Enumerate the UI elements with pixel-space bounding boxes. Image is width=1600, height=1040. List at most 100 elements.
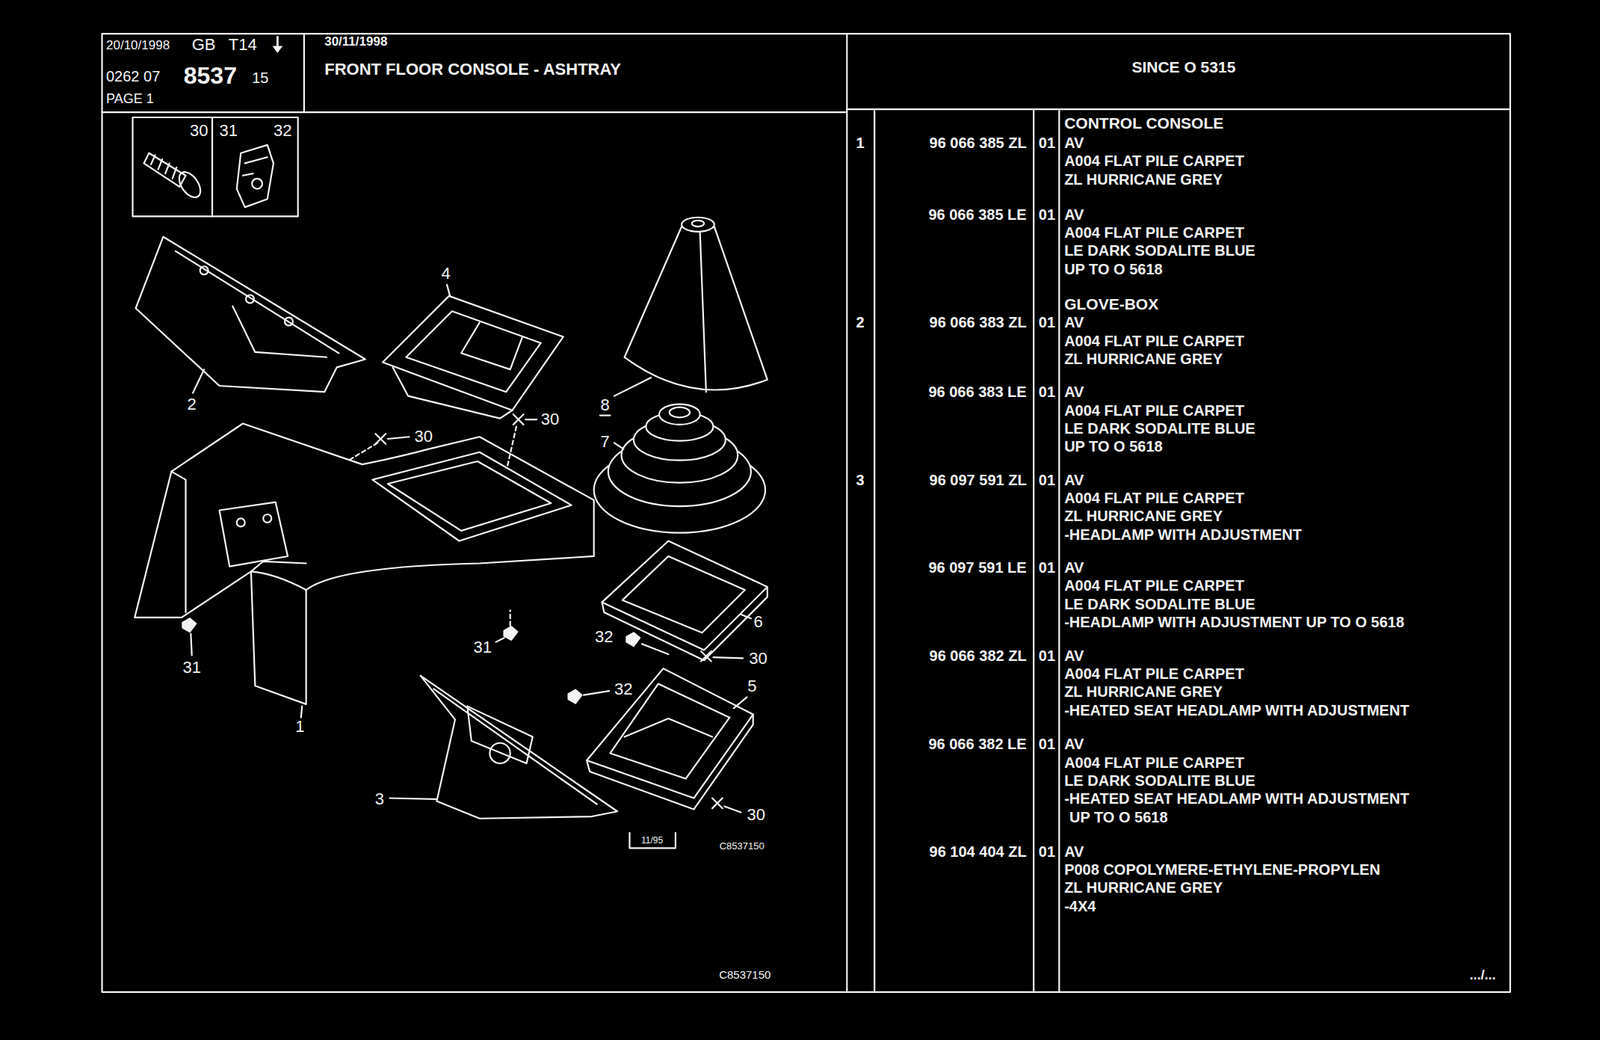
plate-suffix: 15 <box>251 70 269 86</box>
console-part <box>171 471 306 613</box>
plate-number: 8537 <box>183 63 237 88</box>
table-cell: AV <box>1064 314 1084 330</box>
table-rule <box>1032 109 1035 992</box>
callout-number: 30 <box>748 650 767 667</box>
callout-number: 2 <box>187 396 197 413</box>
screw-mark <box>513 414 524 425</box>
leader-line <box>712 656 743 658</box>
screw-mark <box>700 650 712 662</box>
table-cell: UP TO O 5618 <box>1064 438 1163 454</box>
date-bracket <box>629 832 675 848</box>
frame-part <box>602 540 768 650</box>
table-rule <box>873 109 876 992</box>
screw-symbol <box>150 154 177 178</box>
screw-symbol <box>174 168 205 202</box>
callout-number: 30 <box>189 122 208 140</box>
part-number: 96 066 382 ZL <box>929 647 1027 663</box>
leader-line <box>507 426 517 468</box>
validity-note: SINCE O 5315 <box>1131 58 1236 74</box>
table-cell: P008 COPOLYMERE-ETHYLENE-PROPYLEN <box>1064 861 1381 877</box>
console-part <box>387 461 551 531</box>
console-part <box>134 423 594 704</box>
table-cell: A004 FLAT PILE CARPET <box>1064 153 1245 169</box>
callout-number: 32 <box>614 680 633 698</box>
gaiter-part <box>669 407 690 418</box>
leader-line <box>301 706 302 718</box>
catalog-code: T14 <box>228 36 258 54</box>
clip-mark <box>504 626 518 640</box>
glove-box-part <box>136 236 366 392</box>
clip-symbol <box>236 144 274 208</box>
table-cell: ZL HURRICANE GREY <box>1064 879 1223 895</box>
country-code: GB <box>192 36 216 54</box>
part-number: 96 066 382 LE <box>928 736 1027 752</box>
item-number: 2 <box>855 314 864 330</box>
frame-divider <box>846 108 1511 110</box>
drawing-reference: C8537150 <box>719 839 765 850</box>
callout-number: 31 <box>473 638 492 656</box>
leader-line <box>641 643 669 654</box>
boot-part <box>700 232 707 392</box>
header-arrow <box>272 45 284 54</box>
leader-line <box>509 609 512 625</box>
gaiter-part <box>659 404 701 425</box>
clip-mark <box>182 618 196 632</box>
table-cell: ZL HURRICANE GREY <box>1064 351 1223 367</box>
ashtray-part <box>405 310 541 392</box>
fastener-box <box>133 117 299 216</box>
leader-line <box>192 369 205 393</box>
callout-number: 31 <box>219 122 238 140</box>
glove-box-part <box>284 317 293 326</box>
glove-box-part <box>245 295 255 304</box>
table-cell: AV <box>1064 207 1084 222</box>
part-number: 96 066 383 LE <box>928 384 1027 400</box>
table-cell: AV <box>1064 472 1084 488</box>
table-cell: AV <box>1064 736 1084 752</box>
table-cell: A004 FLAT PILE CARPET <box>1064 577 1245 593</box>
section-heading: CONTROL CONSOLE <box>1064 114 1224 131</box>
callout-number: 8 <box>600 396 610 414</box>
quantity-cell: 01 <box>1038 314 1056 330</box>
table-cell: ZL HURRICANE GREY <box>1064 683 1223 699</box>
drawing-date: 11/95 <box>641 835 663 845</box>
leader-line <box>525 418 537 420</box>
date-field: 20/10/1998 <box>106 38 170 52</box>
callout-number: 6 <box>753 613 763 630</box>
callout-number: 5 <box>747 677 757 695</box>
frame-divider <box>845 33 848 992</box>
tray-part <box>467 706 533 764</box>
part-number: 96 066 383 ZL <box>929 314 1027 330</box>
ashtray-part <box>461 322 523 370</box>
callout-number: 3 <box>375 790 385 808</box>
part-number: 96 066 385 LE <box>928 207 1027 222</box>
callout-number: 4 <box>441 265 451 282</box>
leader-line <box>733 696 748 708</box>
ashtray-insert-part <box>586 668 754 798</box>
leader-line <box>446 284 450 296</box>
quantity-cell: 01 <box>1038 207 1056 222</box>
tray-part <box>489 742 510 764</box>
leader-line <box>387 436 410 439</box>
frame-divider <box>102 111 848 113</box>
callout-number: 31 <box>182 659 201 676</box>
ashtray-part <box>382 295 564 411</box>
table-cell: ZL HURRICANE GREY <box>1064 171 1223 187</box>
console-part <box>236 517 246 527</box>
callout-number: 32 <box>594 628 613 645</box>
part-number: 96 104 404 ZL <box>929 843 1027 859</box>
table-cell: AV <box>1064 843 1084 859</box>
callout-number: 1 <box>295 718 305 735</box>
clip-mark <box>626 632 640 646</box>
quantity-cell: 01 <box>1038 647 1056 663</box>
console-part <box>372 452 571 542</box>
leader-line <box>583 690 610 695</box>
table-cell: A004 FLAT PILE CARPET <box>1064 665 1245 681</box>
date-field: 30/11/1998 <box>324 34 388 48</box>
table-cell: ZL HURRICANE GREY <box>1064 508 1223 524</box>
quantity-cell: 01 <box>1038 843 1056 859</box>
table-rule <box>1058 109 1060 992</box>
clip-symbol <box>251 178 263 190</box>
leader-line <box>740 614 752 619</box>
leader-line <box>190 633 192 656</box>
